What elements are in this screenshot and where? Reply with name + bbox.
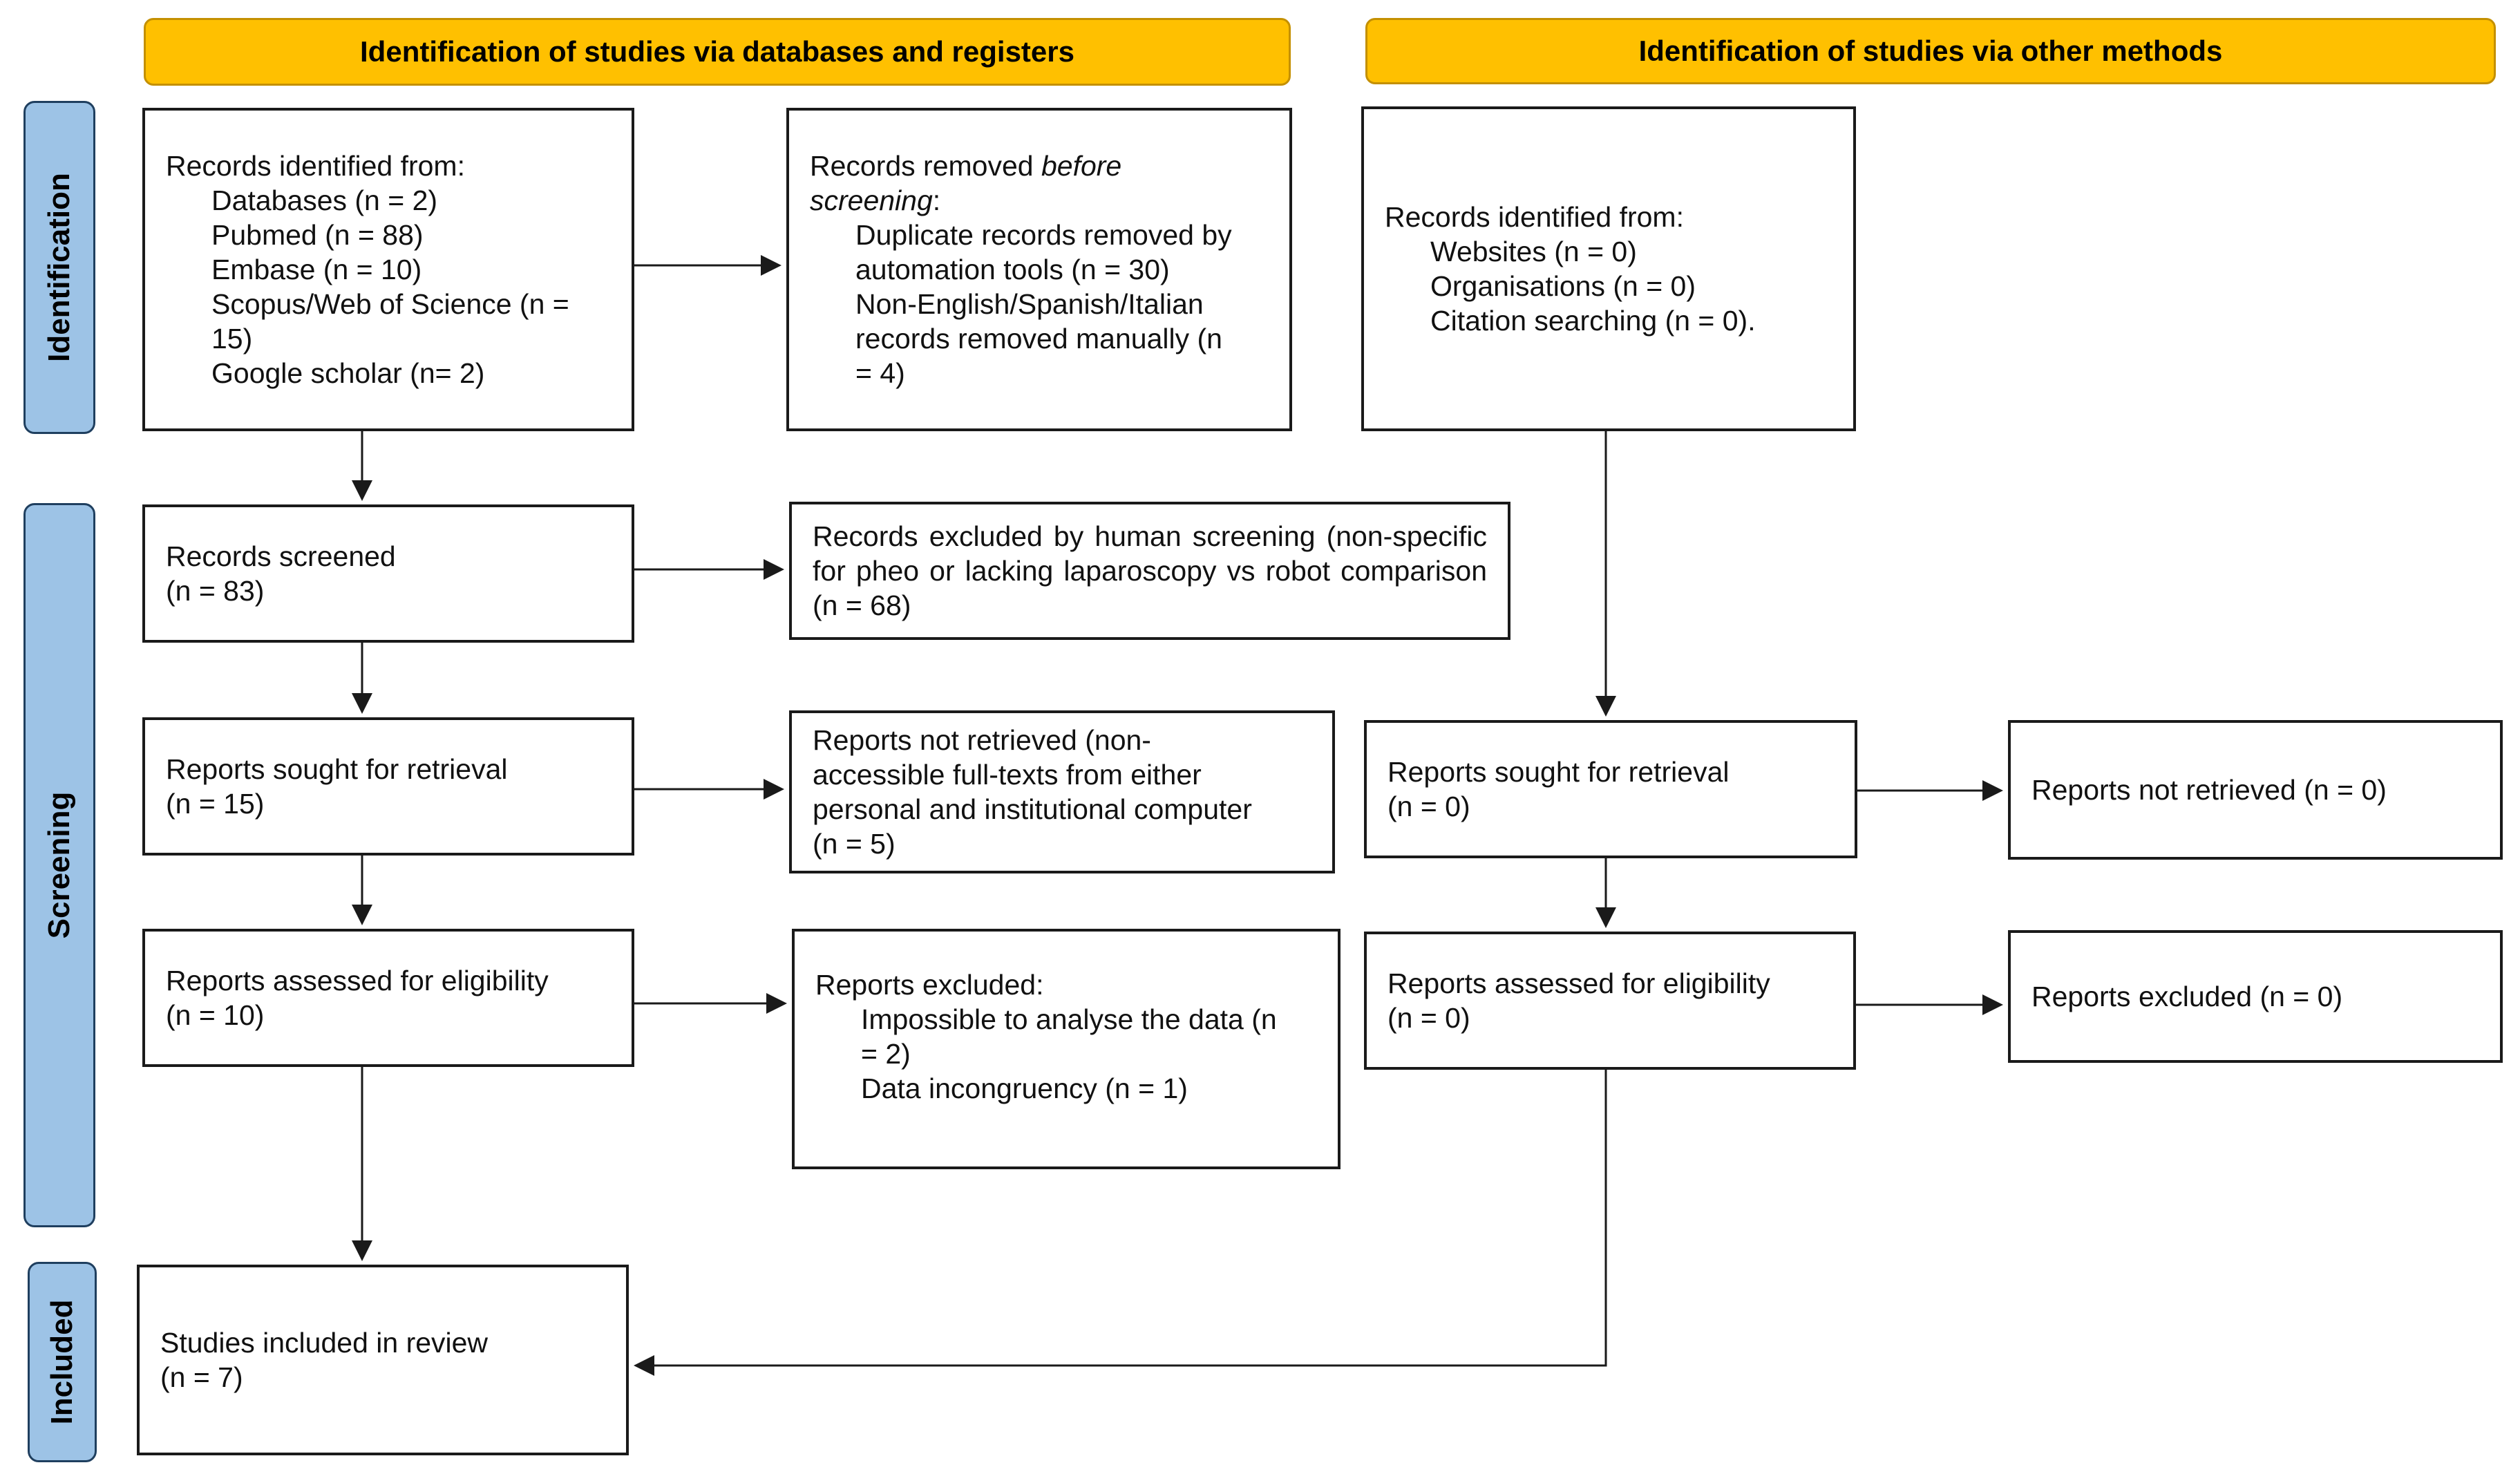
reports-excluded-item: Impossible to analyse the data (n <box>861 1003 1277 1035</box>
header-other-label: Identification of studies via other meth… <box>1638 35 2223 67</box>
arrow-other-assessed-to-included <box>634 1070 1607 1376</box>
stage-included: Included <box>28 1262 97 1462</box>
screened-n: (n = 83) <box>166 575 265 607</box>
removed-item: records removed manually (n <box>855 323 1222 355</box>
removed-title-post: : <box>932 185 941 216</box>
included-title: Studies included in review <box>160 1327 489 1359</box>
identified-item: Google scholar (n= 2) <box>211 357 485 389</box>
other-assessed-n: (n = 0) <box>1387 1002 1470 1034</box>
box-reports-excluded: Reports excluded: Impossible to analyse … <box>792 929 1340 1169</box>
other-not-retrieved-text: Reports not retrieved (n = 0) <box>2031 774 2387 806</box>
removed-item: automation tools (n = 30) <box>855 254 1170 285</box>
box-other-not-retrieved: Reports not retrieved (n = 0) <box>2008 720 2503 860</box>
reports-excluded-title: Reports excluded: <box>815 969 1044 1001</box>
box-records-identified-other: Records identified from: Websites (n = 0… <box>1361 106 1856 431</box>
box-records-removed: Records removed before screening: Duplic… <box>786 108 1292 431</box>
other-identified-item: Websites (n = 0) <box>1430 236 1637 267</box>
other-sought-title: Reports sought for retrieval <box>1387 756 1730 788</box>
identified-item: Embase (n = 10) <box>211 254 422 285</box>
box-studies-included: Studies included in review (n = 7) <box>137 1265 629 1455</box>
removed-item: Non-English/Spanish/Italian <box>855 288 1204 320</box>
other-assessed-title: Reports assessed for eligibility <box>1387 967 1770 999</box>
removed-title-em2: screening <box>810 185 933 216</box>
included-n: (n = 7) <box>160 1361 243 1393</box>
screened-title: Records screened <box>166 540 396 572</box>
identified-item: Pubmed (n = 88) <box>211 219 424 251</box>
other-identified-title: Records identified from: <box>1385 201 1684 233</box>
header-databases-label: Identification of studies via databases … <box>360 35 1074 68</box>
removed-title-em: before <box>1041 150 1122 182</box>
not-retrieved-line: Reports not retrieved (non- <box>813 724 1151 756</box>
identified-title: Records identified from: <box>166 150 465 182</box>
header-other-methods: Identification of studies via other meth… <box>1365 18 2496 84</box>
excluded-text: Records excluded by human screening (non… <box>813 520 1487 621</box>
other-sought-n: (n = 0) <box>1387 791 1470 822</box>
box-records-screened: Records screened (n = 83) <box>142 504 634 643</box>
identified-item: 15) <box>211 323 253 355</box>
box-reports-not-retrieved: Reports not retrieved (non- accessible f… <box>789 710 1335 873</box>
reports-excluded-item: Data incongruency (n = 1) <box>861 1073 1188 1104</box>
sought-n: (n = 15) <box>166 788 265 820</box>
stage-screening: Screening <box>23 503 95 1227</box>
box-reports-assessed: Reports assessed for eligibility (n = 10… <box>142 929 634 1067</box>
box-other-reports-excluded: Reports excluded (n = 0) <box>2008 930 2503 1063</box>
not-retrieved-line: accessible full-texts from either <box>813 759 1202 791</box>
removed-title-pre: Records removed <box>810 150 1041 182</box>
box-records-identified-databases: Records identified from: Databases (n = … <box>142 108 634 431</box>
box-other-reports-sought: Reports sought for retrieval (n = 0) <box>1364 720 1857 858</box>
sought-title: Reports sought for retrieval <box>166 753 508 785</box>
other-identified-item: Citation searching (n = 0). <box>1430 305 1756 337</box>
other-excluded-text: Reports excluded (n = 0) <box>2031 981 2343 1012</box>
box-other-reports-assessed: Reports assessed for eligibility (n = 0) <box>1364 932 1856 1070</box>
removed-item: = 4) <box>855 357 905 389</box>
removed-item: Duplicate records removed by <box>855 219 1232 251</box>
reports-excluded-item: = 2) <box>861 1038 911 1070</box>
box-reports-sought: Reports sought for retrieval (n = 15) <box>142 717 634 856</box>
header-databases: Identification of studies via databases … <box>144 18 1291 86</box>
not-retrieved-line: (n = 5) <box>813 828 896 860</box>
removed-title: Records removed before <box>810 149 1269 183</box>
not-retrieved-line: personal and institutional computer <box>813 793 1252 825</box>
stage-identification: Identification <box>23 101 95 434</box>
box-records-excluded: Records excluded by human screening (non… <box>789 502 1510 640</box>
identified-item: Databases (n = 2) <box>211 185 438 216</box>
identified-item: Scopus/Web of Science (n = <box>211 288 569 320</box>
other-identified-item: Organisations (n = 0) <box>1430 270 1696 302</box>
assessed-title: Reports assessed for eligibility <box>166 965 549 996</box>
removed-title-2: screening: <box>810 183 1269 218</box>
assessed-n: (n = 10) <box>166 999 265 1031</box>
